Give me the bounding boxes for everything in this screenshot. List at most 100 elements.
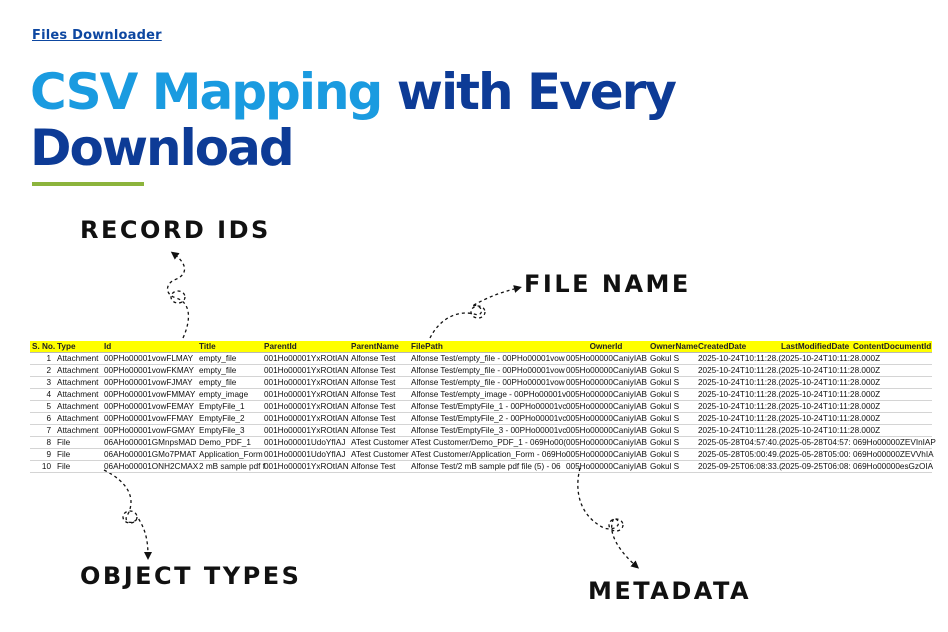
cell-last-modified-date: 2025-09-25T06:08: xyxy=(779,460,851,474)
cell-sno: 6 xyxy=(30,412,55,426)
cell-file-path: Alfonse Test/EmptyFile_3 - 00PHo00001vc xyxy=(409,424,567,438)
cell-content-document-id xyxy=(851,424,932,438)
metadata-arrow xyxy=(577,467,640,569)
cell-last-modified-date: 2025-10-24T10:11:28.000Z xyxy=(779,412,881,426)
cell-owner-id: 005Ho00000CaniyIAB xyxy=(564,424,648,438)
cell-parent-name: Alfonse Test xyxy=(349,424,409,438)
cell-created-date: 2025-09-25T06:08:33.( xyxy=(696,460,782,474)
cell-parent-id: 001Ho00001YxROtIAN xyxy=(262,412,349,426)
cell-owner-id: 005Ho00000CaniyIAB xyxy=(564,352,648,366)
cell-parent-name: Alfonse Test xyxy=(349,352,409,366)
record-ids-arrow xyxy=(166,251,190,339)
cell-title: EmptyFile_2 xyxy=(197,412,262,426)
cell-file-path: Alfonse Test/empty_file - 00PHo00001vow xyxy=(409,352,565,366)
cell-type: File xyxy=(55,436,102,450)
cell-last-modified-date: 2025-10-24T10:11:28.000Z xyxy=(779,364,881,378)
cell-owner-id: 005Ho00000CaniyIAB xyxy=(564,388,648,402)
cell-created-date: 2025-10-24T10:11:28.( xyxy=(696,388,782,402)
cell-owner-name: Gokul S xyxy=(648,424,696,438)
cell-id: 06AHo00001GMnpsMAD xyxy=(102,436,197,450)
col-header: Title xyxy=(197,341,262,354)
cell-type: File xyxy=(55,448,102,462)
cell-owner-id: 005Ho00000CaniyIAB xyxy=(564,364,648,378)
cell-created-date: 2025-10-24T10:11:28.( xyxy=(696,400,782,414)
cell-file-path: Alfonse Test/EmptyFile_1 - 00PHo00001vc xyxy=(409,400,567,414)
col-header: OwnerName xyxy=(648,341,698,354)
files-downloader-link[interactable]: Files Downloader xyxy=(32,28,162,43)
cell-id: 00PHo00001vowFJMAY xyxy=(102,376,197,390)
cell-type: File xyxy=(55,460,102,474)
cell-id: 00PHo00001vowFLMAY xyxy=(102,352,197,366)
cell-file-path: Alfonse Test/EmptyFile_2 - 00PHo00001vc xyxy=(409,412,567,426)
cell-owner-name: Gokul S xyxy=(648,364,696,378)
cell-sno: 1 xyxy=(30,352,55,366)
object-types-loop xyxy=(122,510,138,524)
cell-content-document-id xyxy=(851,412,932,426)
cell-content-document-id: 069Ho00000ZEVInIAP xyxy=(851,436,936,450)
cell-parent-id: 001Ho00001YxROtIAN xyxy=(262,460,349,474)
file-name-arrow xyxy=(429,285,522,339)
file-name-loop xyxy=(470,305,486,319)
cell-file-path: Alfonse Test/empty_file - 00PHo00001vow xyxy=(409,364,565,378)
metadata-loop xyxy=(608,518,624,532)
cell-parent-id: 001Ho00001YxROtIAN xyxy=(262,400,349,414)
cell-type: Attachment xyxy=(55,364,102,378)
cell-parent-name: Alfonse Test xyxy=(349,388,409,402)
col-header: ContentDocumentId xyxy=(851,341,932,354)
callout-file-name: FILE NAME xyxy=(524,270,691,298)
callout-record-ids: RECORD IDS xyxy=(80,216,271,244)
callout-object-types: OBJECT TYPES xyxy=(80,562,302,590)
cell-parent-id: 001Ho00001YxROtIAN xyxy=(262,352,349,366)
cell-last-modified-date: 2025-05-28T05:00: xyxy=(779,448,851,462)
cell-id: 00PHo00001vowFGMAY xyxy=(102,424,197,438)
cell-content-document-id xyxy=(851,364,932,378)
cell-created-date: 2025-10-24T10:11:28.( xyxy=(696,352,782,366)
cell-type: Attachment xyxy=(55,400,102,414)
cell-id: 00PHo00001vowFFMAY xyxy=(102,412,197,426)
col-header: CreatedDate xyxy=(696,341,779,354)
callout-metadata: METADATA xyxy=(588,577,752,605)
cell-content-document-id xyxy=(851,400,932,414)
title-rest: with Every Download xyxy=(30,63,677,177)
cell-last-modified-date: 2025-10-24T10:11:28.000Z xyxy=(779,388,881,402)
cell-file-path: Alfonse Test/empty_file - 00PHo00001vow xyxy=(409,376,565,390)
cell-owner-id: 005Ho00000CaniyIAB xyxy=(564,400,648,414)
cell-title: Application_Form xyxy=(197,448,263,462)
title-underline xyxy=(32,182,144,186)
cell-owner-name: Gokul S xyxy=(648,388,696,402)
cell-created-date: 2025-10-24T10:11:28.( xyxy=(696,412,782,426)
cell-parent-id: 001Ho00001YxROtIAN xyxy=(262,424,349,438)
cell-owner-name: Gokul S xyxy=(648,412,696,426)
cell-title: empty_file xyxy=(197,364,262,378)
cell-parent-name: ATest Customer xyxy=(349,436,409,450)
cell-file-path: Alfonse Test/empty_image - 00PHo00001v xyxy=(409,388,567,402)
cell-last-modified-date: 2025-05-28T04:57: xyxy=(779,436,851,450)
col-header: ParentId xyxy=(262,341,349,354)
col-header: S. No. xyxy=(30,341,56,354)
cell-owner-name: Gokul S xyxy=(648,376,696,390)
cell-parent-id: 001Ho00001YxROtIAN xyxy=(262,364,349,378)
cell-file-path: ATest Customer/Application_Form - 069Ho xyxy=(409,448,567,462)
cell-sno: 3 xyxy=(30,376,55,390)
cell-content-document-id xyxy=(851,376,932,390)
cell-parent-name: Alfonse Test xyxy=(349,376,409,390)
cell-parent-name: Alfonse Test xyxy=(349,400,409,414)
cell-owner-id: 005Ho00000CaniyIAB xyxy=(564,436,648,450)
col-header: ParentName xyxy=(349,341,409,354)
cell-sno: 10 xyxy=(30,460,55,474)
cell-file-path: ATest Customer/Demo_PDF_1 - 069Ho00( xyxy=(409,436,567,450)
cell-sno: 9 xyxy=(30,448,55,462)
cell-content-document-id xyxy=(851,352,932,366)
cell-owner-name: Gokul S xyxy=(648,400,696,414)
cell-created-date: 2025-05-28T05:00:49.( xyxy=(696,448,782,462)
record-ids-loop xyxy=(170,290,186,304)
cell-id: 00PHo00001vowFEMAY xyxy=(102,400,197,414)
cell-content-document-id: 069Ho00000esGzOIA xyxy=(851,460,934,474)
